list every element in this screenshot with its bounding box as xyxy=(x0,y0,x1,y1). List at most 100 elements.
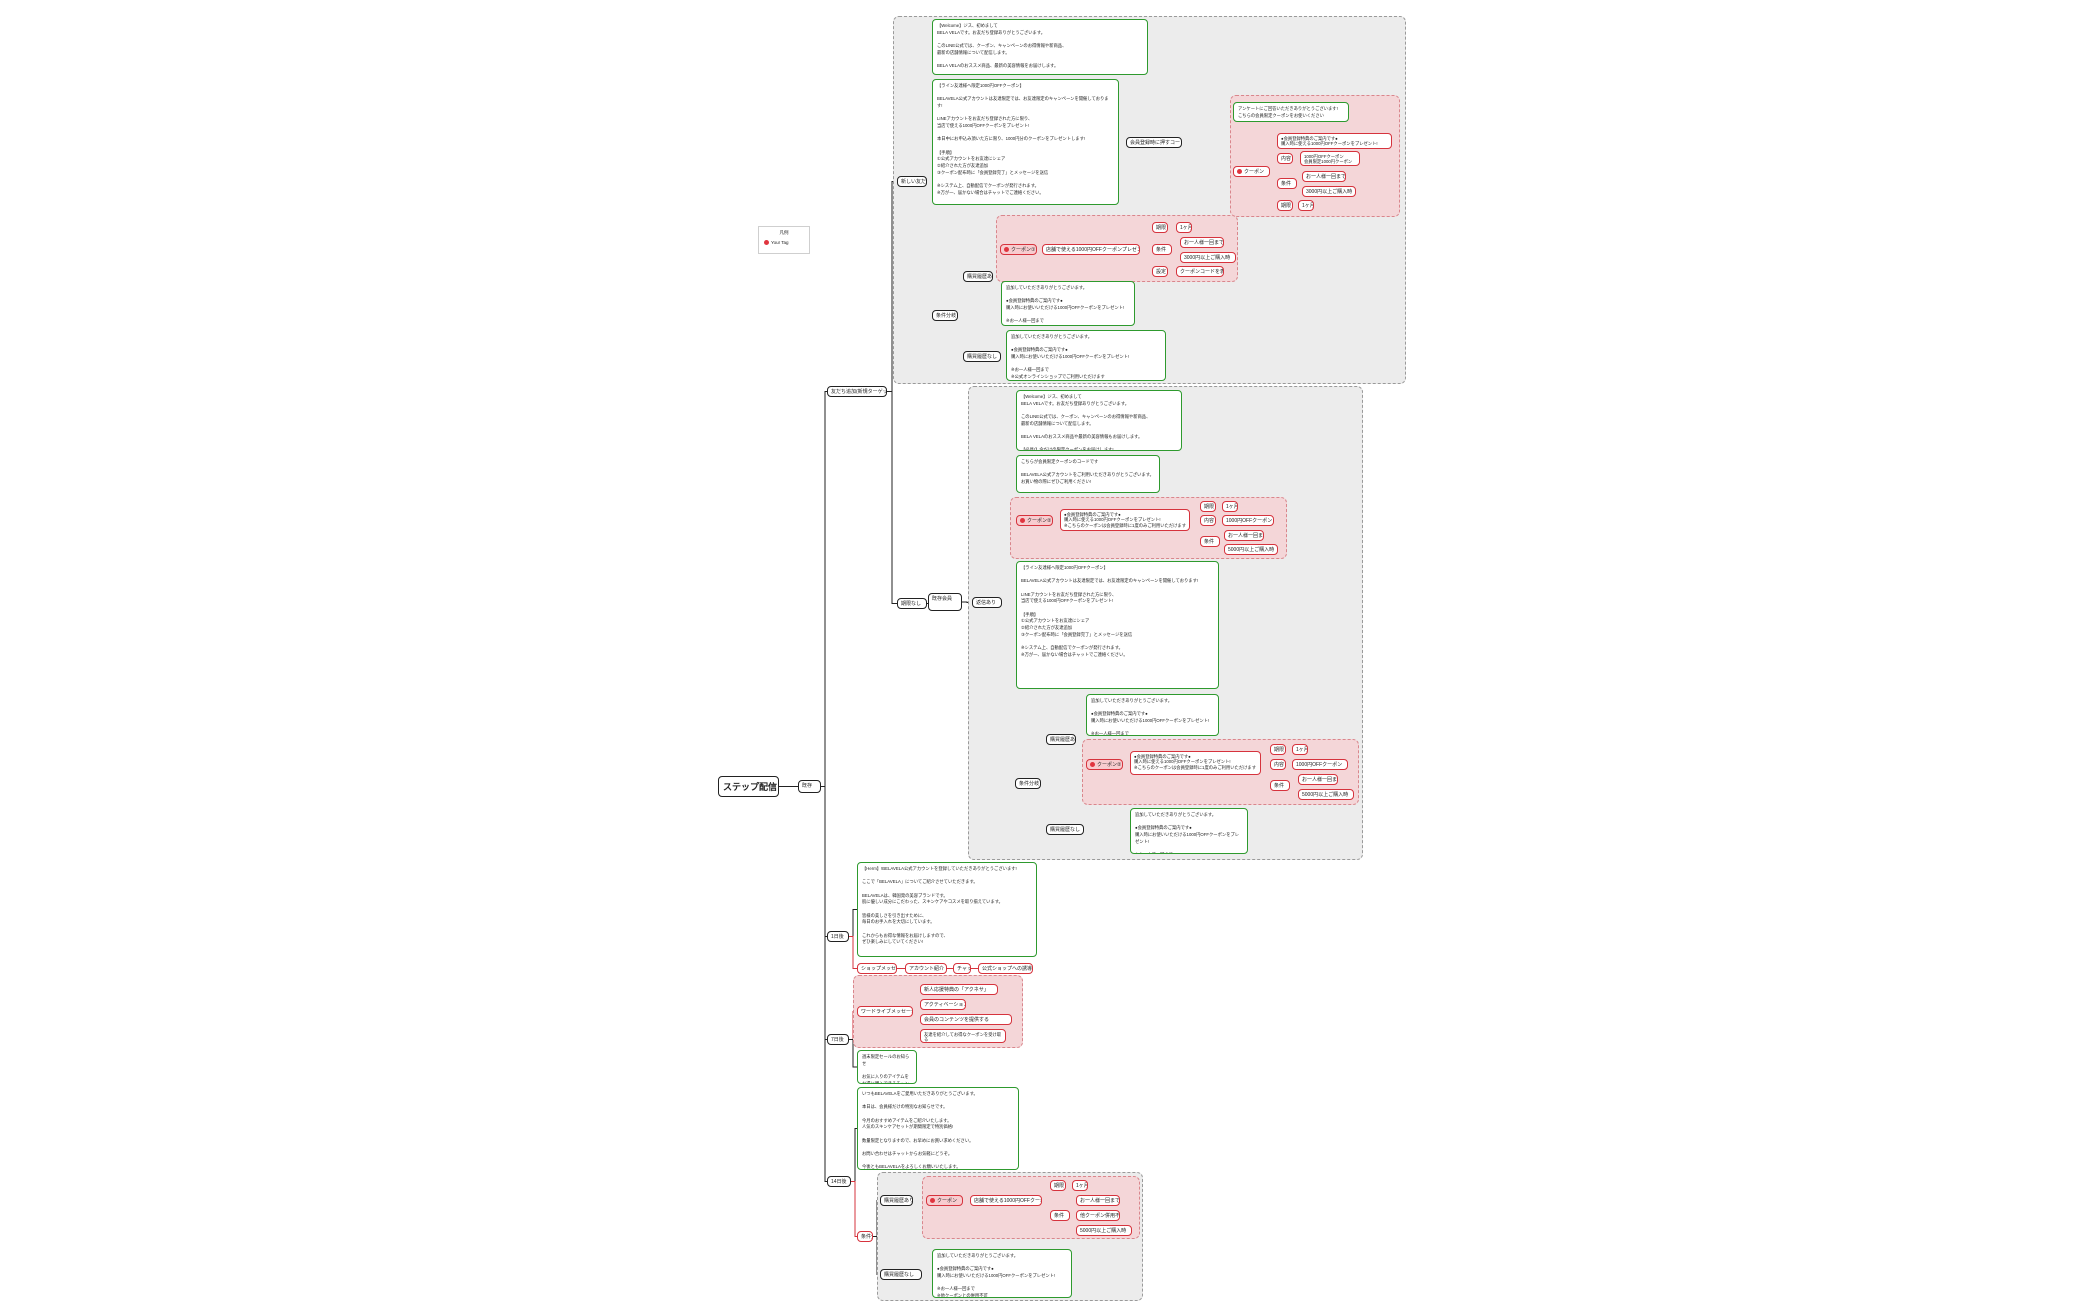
day7-item-account[interactable]: アカウント紹介 xyxy=(905,963,947,974)
tag-dot-icon xyxy=(1237,169,1242,175)
expiry-label-2[interactable]: 期限 xyxy=(1152,222,1168,233)
value-over-2: 3000円以上ご購入時 xyxy=(1180,252,1236,263)
condition-label-4[interactable]: 条件 xyxy=(1270,780,1290,791)
value-expiry-2: 1ヶ月 xyxy=(1176,222,1192,233)
coupon-day14-label: クーポン xyxy=(937,1198,958,1204)
value-oneper-3: お一人様一回まで xyxy=(1224,530,1264,541)
value-content-4: 1000円OFFクーポン xyxy=(1292,759,1348,770)
message-gift-b: 追加していただきありがとうございます。 ●会員登録特典のご案内です● 購入時にお… xyxy=(1006,330,1166,381)
node-existing-member[interactable]: 既存会員 xyxy=(928,593,962,611)
condition-label-3[interactable]: 条件 xyxy=(1200,536,1220,547)
value-expiry-4: 1ヶ月 xyxy=(1292,744,1308,755)
day7-feature-node[interactable]: ワードライブメッセージ xyxy=(857,1006,913,1017)
message-sale: 週末限定セールのお知らせ お気に入りのアイテムをお得に購入できるチャンス! この… xyxy=(857,1050,917,1084)
branch-new-target[interactable]: 友だち追加(新規ターゲット) xyxy=(827,386,887,397)
setting-label-2[interactable]: 設定 xyxy=(1152,266,1168,277)
node-unlimited[interactable]: 期限なし xyxy=(897,598,927,609)
branch-day1[interactable]: 1日後 xyxy=(827,931,849,942)
node-conditions[interactable]: 条件分岐 xyxy=(932,310,958,321)
value-coupon-top: 1000円OFFクーポン 会員限定1000円クーポン xyxy=(1300,151,1360,166)
coupon-label: クーポン xyxy=(1244,169,1265,175)
value-code-2: クーポンコードを表示 xyxy=(1176,266,1224,277)
condition-label-5[interactable]: 条件 xyxy=(1050,1210,1070,1221)
node-purchase-history[interactable]: 購買履歴あり xyxy=(963,271,993,282)
expiry-label-4[interactable]: 期限 xyxy=(1270,744,1286,755)
value-expiry-top: 1ヶ月 xyxy=(1298,200,1314,211)
coupon1-label: クーポン① xyxy=(1011,247,1036,253)
node-conditions-2[interactable]: 条件分岐 xyxy=(1015,778,1041,789)
message-welcome-2: 【Welcome】ジス、初めまして BELA VELAです。お友だち登録ありがと… xyxy=(1016,390,1182,451)
coupon2-node[interactable]: クーポン② xyxy=(1016,515,1053,526)
coupon-node-top[interactable]: クーポン xyxy=(1233,166,1270,177)
coupon2-label: クーポン② xyxy=(1027,518,1052,524)
value-nocomb-5: 他クーポン併用不可 xyxy=(1076,1210,1120,1221)
legend-title: 凡例 xyxy=(779,230,789,235)
content-label-top[interactable]: 内容 xyxy=(1277,153,1293,164)
legend: 凡例 Your Tag xyxy=(758,226,810,254)
coupon1-node[interactable]: クーポン① xyxy=(1000,244,1037,255)
node-existing[interactable]: 既存 xyxy=(798,780,821,793)
node-purchase-history-3[interactable]: 購買履歴あり xyxy=(880,1195,913,1206)
value-expiry-3: 1ヶ月 xyxy=(1222,501,1238,512)
connector-n-l1-n-b4 xyxy=(821,786,827,1182)
condition-label-top[interactable]: 条件 xyxy=(1277,178,1297,189)
node-new-friend[interactable]: 新しい友だち xyxy=(897,176,927,187)
day7-item-shop-message[interactable]: ショップメッセージ xyxy=(857,963,897,974)
existing-member-label: 既存会員 xyxy=(932,596,953,602)
message-member-news: いつもBELAVELAをご愛用いただきありがとうございます。 本日は、会員様だけ… xyxy=(857,1087,1019,1170)
branch-day7[interactable]: 7日後 xyxy=(827,1034,849,1045)
connector-n-l1-n-b1 xyxy=(821,391,827,787)
node-reply[interactable]: 返信あり xyxy=(972,597,1002,608)
tag-dot-icon xyxy=(1090,762,1095,768)
value-oneper-4: お一人様一回まで xyxy=(1298,774,1338,785)
tag-dot-icon xyxy=(1020,518,1025,524)
coupon-node-day14[interactable]: クーポン xyxy=(926,1195,963,1206)
day7-feature-4: 友達を紹介してお得なクーポンを受け取る Beauty Eyes With Ven… xyxy=(920,1029,1006,1043)
branch-day14[interactable]: 14日後 xyxy=(827,1176,851,1187)
message-gift-d: 追加していただきありがとうございます。 ●会員登録特典のご案内です● 購入時にお… xyxy=(1130,808,1248,854)
condition-label-2[interactable]: 条件 xyxy=(1152,244,1172,255)
connector-n-b2-d7a xyxy=(849,936,857,969)
value-over-4: 5000円以上ご購入時 xyxy=(1298,789,1354,800)
value-oneper-2: お一人様一回まで xyxy=(1180,237,1224,248)
coupon2-detail: ●会員登録特典のご案内です● 購入時に使える1000円OFFクーポンをプレゼント… xyxy=(1060,509,1190,531)
coupon2-lower-label: クーポン② xyxy=(1097,762,1122,768)
connector-n-l1-n-b3 xyxy=(821,786,827,1040)
connector-n-b1-n-unl xyxy=(887,391,897,604)
day7-item-chat[interactable]: チャット xyxy=(953,963,971,974)
legend-item: Your Tag xyxy=(759,236,809,249)
expiry-label-top[interactable]: 期限 xyxy=(1277,200,1293,211)
message-gift-a: 追加していただきありがとうございます。 ●会員登録特典のご案内です● 購入時にお… xyxy=(1001,281,1135,326)
coupon2-node-lower[interactable]: クーポン② xyxy=(1086,759,1123,770)
message-welcome: 【Welcome】ジス、初めまして BELA VELAです。お友だち登録ありがと… xyxy=(932,19,1148,75)
expiry-label-5[interactable]: 期限 xyxy=(1050,1180,1066,1191)
value-over-3: 5000円以上ご購入時 xyxy=(1224,544,1278,555)
content-label-4[interactable]: 内容 xyxy=(1270,759,1286,770)
node-purchase-history-2[interactable]: 購買履歴あり xyxy=(1046,734,1076,745)
coupon-day14-content: 店舗で使える1000円OFFクーポン xyxy=(970,1195,1042,1206)
message-code: こちらが会員限定クーポンのコードです BELAVELA公式アカウントをご利用いた… xyxy=(1016,455,1160,493)
node-purchase-none[interactable]: 購買履歴なし xyxy=(963,351,1001,362)
day7-feature-2: アクティベーション xyxy=(920,999,966,1010)
coupon2-lower-detail: ●会員登録特典のご案内です● 購入時に使える1000円OFFクーポンをプレゼント… xyxy=(1130,751,1261,775)
node-send-code[interactable]: 会員登録時に押すコード xyxy=(1126,137,1182,148)
node-conditions-3[interactable]: 条件分岐 xyxy=(857,1231,873,1242)
message-thanks-top: アンケートにご回答いただきありがとうございます! こちらの会員限定クーポンをお使… xyxy=(1233,102,1349,122)
expiry-label-3[interactable]: 期限 xyxy=(1200,501,1216,512)
day7-feature-1: 新人応援特典の「アクネサ」 xyxy=(920,984,998,995)
content-label-3[interactable]: 内容 xyxy=(1200,515,1216,526)
node-purchase-none-3[interactable]: 購買履歴なし xyxy=(880,1269,922,1280)
tag-dot-icon xyxy=(930,1198,935,1204)
day7-item-shop-link[interactable]: 公式ショップへの誘導 xyxy=(978,963,1033,974)
message-gift-e: 追加していただきありがとうございます。 ●会員登録特典のご案内です● 購入時にお… xyxy=(932,1249,1072,1298)
node-purchase-none-2[interactable]: 購買履歴なし xyxy=(1046,824,1084,835)
day7-feature-3: 会員のコンテンツを提供する xyxy=(920,1014,1012,1025)
message-friend-coupon-2: 【ライン友達様へ限定1000円OFFクーポン】 BELAVELA公式アカウントは… xyxy=(1016,561,1219,689)
tag-dot-icon xyxy=(1004,247,1009,253)
value-over-top: 3000円以上ご購入時 xyxy=(1302,186,1356,197)
value-oneper-top: お一人様一回まで xyxy=(1302,171,1346,182)
root-node[interactable]: ステップ配信 xyxy=(718,776,779,797)
value-over-5: 5000円以上ご購入時 xyxy=(1076,1225,1132,1236)
legend-item-label: Your Tag xyxy=(771,240,789,245)
connector-n-b4-n-cond3 xyxy=(851,1181,857,1237)
